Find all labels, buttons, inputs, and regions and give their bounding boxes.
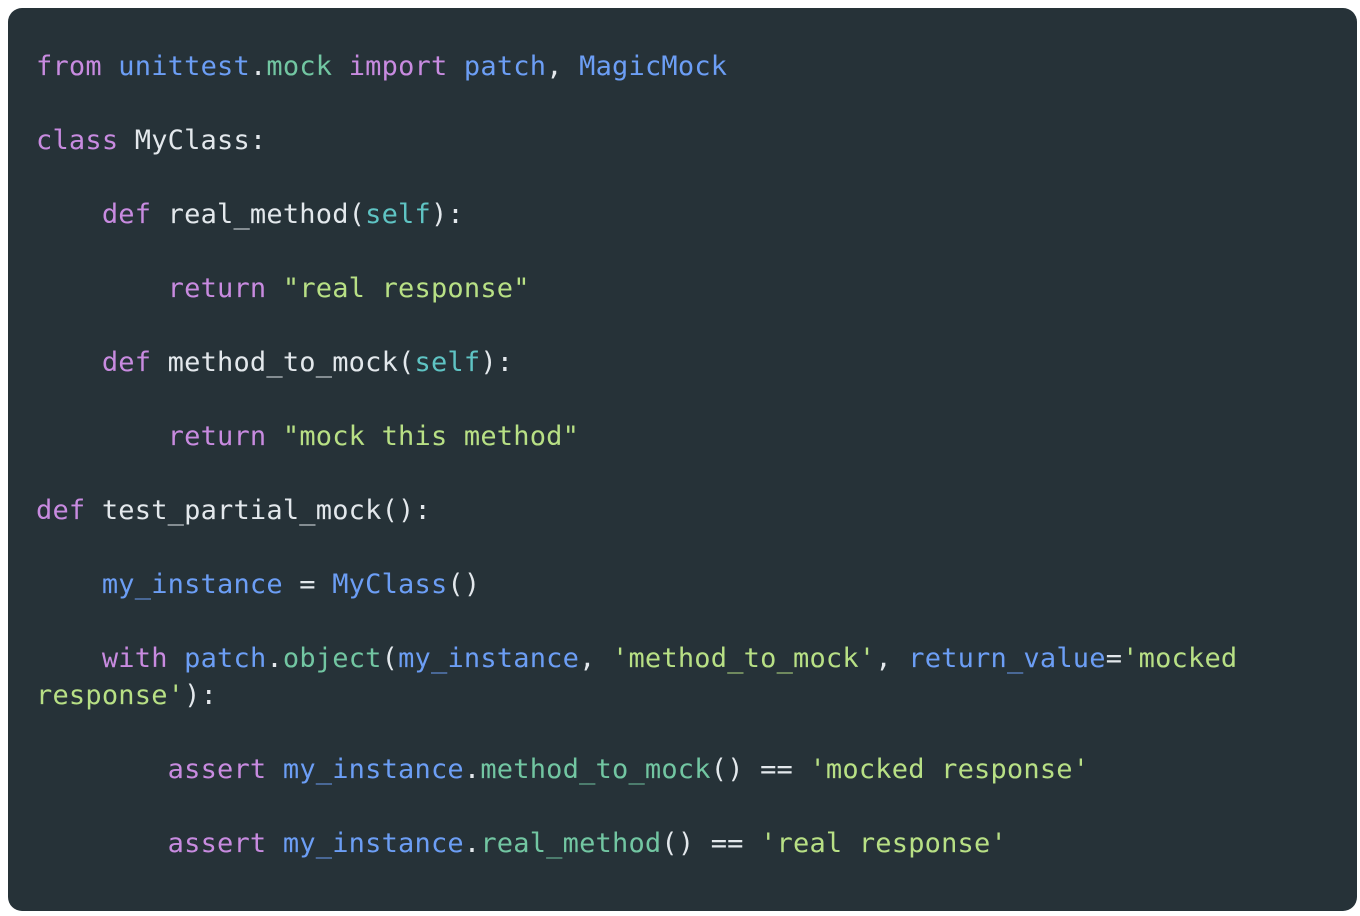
code-line: assert my_instance.real_method() == 'rea…	[36, 825, 1329, 862]
code-token-plain: () ==	[710, 754, 810, 785]
code-token-plain	[266, 828, 282, 859]
code-token-keyword: def	[36, 495, 86, 526]
code-token-keyword: class	[36, 125, 119, 156]
code-line: def real_method(self):	[36, 196, 1329, 233]
code-token-plain: (	[381, 643, 399, 674]
code-token-string: 'real response'	[760, 828, 1007, 859]
code-token-plain	[36, 199, 102, 230]
code-token-keyword: from	[36, 51, 102, 82]
code-token-plain: test_partial_mock():	[85, 495, 431, 526]
code-token-plain: .	[463, 754, 481, 785]
code-line: from unittest.mock import patch, MagicMo…	[36, 48, 1329, 85]
code-token-keyword: def	[101, 199, 152, 230]
code-token-property: object	[282, 643, 382, 674]
code-token-plain	[266, 273, 282, 304]
code-line: class MyClass:	[36, 122, 1329, 159]
code-line	[36, 85, 1329, 122]
code-token-string: "real response"	[282, 273, 530, 304]
code-block: from unittest.mock import patch, MagicMo…	[8, 8, 1357, 911]
code-line	[36, 307, 1329, 344]
code-token-plain	[36, 643, 102, 674]
code-token-identifier: MyClass	[332, 569, 448, 600]
code-token-plain: ()	[447, 569, 481, 600]
code-token-string: 'mocked response'	[36, 643, 1254, 711]
code-line: assert my_instance.method_to_mock() == '…	[36, 751, 1329, 788]
code-token-keyword: return	[167, 273, 267, 304]
code-line	[36, 714, 1329, 751]
code-token-keyword: assert	[167, 828, 267, 859]
code-token-plain	[102, 51, 118, 82]
code-area: from unittest.mock import patch, MagicMo…	[36, 48, 1329, 862]
code-token-plain: method_to_mock(	[151, 347, 415, 378]
code-line: def method_to_mock(self):	[36, 344, 1329, 381]
code-line	[36, 455, 1329, 492]
code-token-string: 'mocked response'	[809, 754, 1090, 785]
code-token-keyword: return	[167, 421, 267, 452]
code-line: return "mock this method"	[36, 418, 1329, 455]
code-token-plain: ,	[579, 643, 613, 674]
code-token-identifier: my_instance	[101, 569, 283, 600]
code-token-plain: real_method(	[151, 199, 366, 230]
code-token-keyword: with	[101, 643, 168, 674]
code-token-plain: ,	[546, 51, 580, 82]
code-token-plain: ,	[875, 643, 909, 674]
code-token-identifier: return_value	[908, 643, 1106, 674]
code-token-keyword: def	[101, 347, 152, 378]
code-token-keyword: assert	[167, 754, 267, 785]
code-line	[36, 603, 1329, 640]
code-line: def test_partial_mock():	[36, 492, 1329, 529]
code-token-plain	[36, 421, 168, 452]
code-token-string: 'method_to_mock'	[612, 643, 876, 674]
code-token-identifier: patch	[184, 643, 267, 674]
code-token-plain	[36, 828, 168, 859]
code-token-plain	[36, 347, 102, 378]
code-line	[36, 159, 1329, 196]
code-token-plain: MyClass:	[118, 125, 267, 156]
code-token-property: real_method	[480, 828, 662, 859]
code-token-plain: =	[1105, 643, 1123, 674]
code-token-identifier: patch	[463, 51, 547, 82]
code-token-self_param: self	[414, 347, 481, 378]
code-token-property: mock	[266, 51, 333, 82]
code-token-identifier: unittest	[118, 51, 250, 82]
code-token-identifier: my_instance	[282, 754, 464, 785]
code-token-plain: =	[282, 569, 333, 600]
code-line: return "real response"	[36, 270, 1329, 307]
code-token-plain: ):	[430, 199, 464, 230]
code-line	[36, 788, 1329, 825]
code-token-plain	[332, 51, 348, 82]
code-token-identifier: my_instance	[282, 828, 464, 859]
code-token-plain: .	[249, 51, 267, 82]
code-line: with patch.object(my_instance, 'method_t…	[36, 640, 1329, 714]
code-token-plain	[266, 754, 282, 785]
code-token-identifier: MagicMock	[579, 51, 728, 82]
code-token-plain: .	[266, 643, 283, 674]
code-token-plain	[168, 643, 184, 674]
code-token-keyword: import	[348, 51, 448, 82]
code-token-property: method_to_mock	[480, 754, 711, 785]
code-token-plain: .	[463, 828, 481, 859]
code-token-self_param: self	[365, 199, 431, 230]
code-line	[36, 233, 1329, 270]
code-token-plain: ):	[184, 680, 218, 711]
code-token-string: "mock this method"	[282, 421, 580, 452]
code-line: my_instance = MyClass()	[36, 566, 1329, 603]
code-token-plain	[36, 273, 168, 304]
code-line	[36, 381, 1329, 418]
code-token-plain	[447, 51, 463, 82]
code-line	[36, 529, 1329, 566]
code-token-plain	[36, 569, 102, 600]
code-token-plain	[36, 754, 168, 785]
code-token-plain: ):	[480, 347, 514, 378]
code-token-plain: () ==	[661, 828, 761, 859]
code-token-identifier: my_instance	[398, 643, 580, 674]
code-token-plain	[266, 421, 282, 452]
